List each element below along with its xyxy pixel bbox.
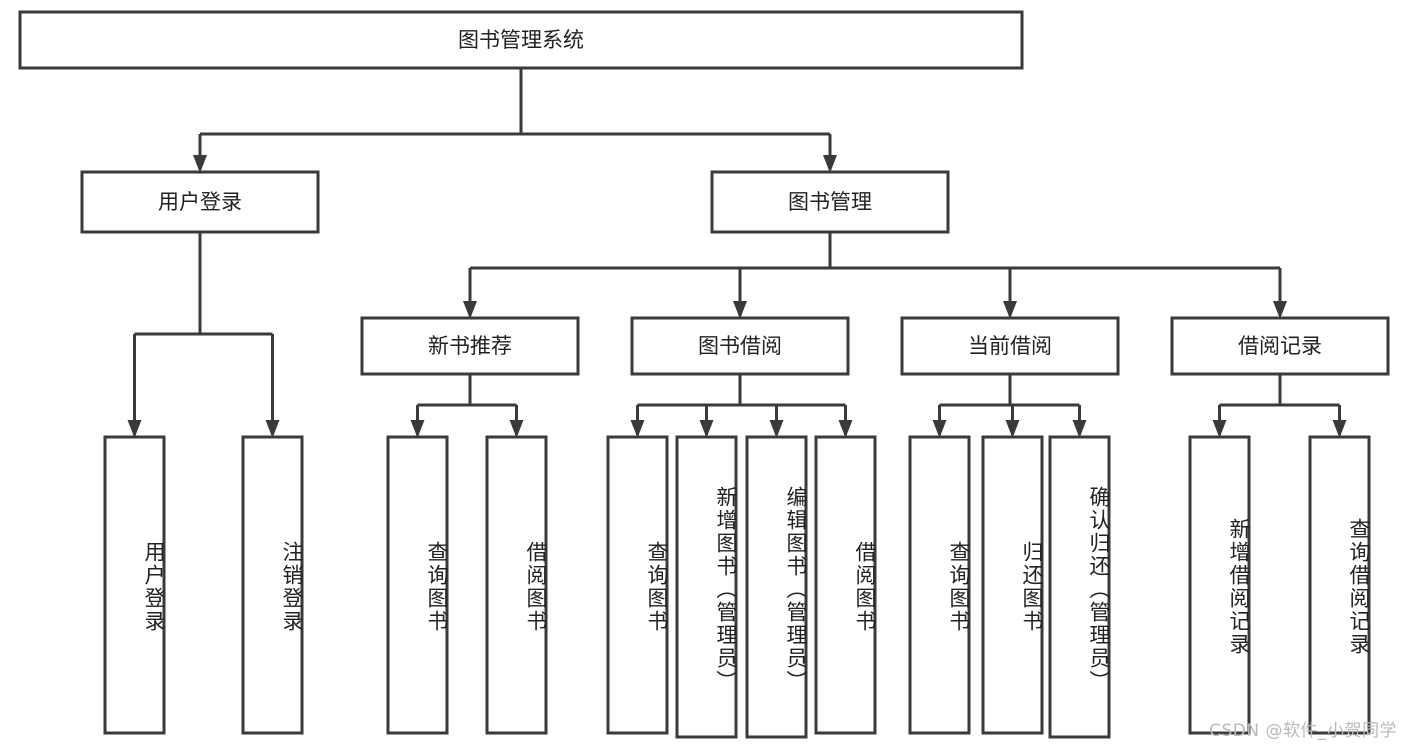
node-box-leaf-2[interactable]: [386, 435, 449, 735]
node-box-level2-0[interactable]: [80, 170, 320, 234]
connector-to-leaf-5-arrow-icon: [699, 420, 714, 438]
node-label-level2-0: 用户登录: [158, 190, 242, 214]
node-box-leaf-11[interactable]: [1188, 435, 1251, 735]
connector-to-book-mgmt-arrow-icon: [823, 155, 837, 173]
connector-to-leaf-11-arrow-icon: [1212, 420, 1227, 438]
node-label-root: 图书管理系统: [458, 28, 584, 52]
node-box-leaf-3[interactable]: [485, 435, 548, 735]
node-label-level2-1: 图书管理: [788, 190, 872, 214]
node-box-level3-1[interactable]: [630, 316, 850, 376]
connector-to-level3-1-arrow-icon: [733, 301, 747, 319]
node-label-level3-0: 新书推荐: [428, 334, 512, 358]
connector-to-leaf-1-arrow-icon: [265, 420, 280, 438]
connector-to-level3-3-arrow-icon: [1273, 301, 1287, 319]
node-label-level3-3: 借阅记录: [1238, 334, 1322, 358]
node-box-level3-2[interactable]: [900, 316, 1120, 376]
node-box-level3-3[interactable]: [1170, 316, 1390, 376]
connector-to-user-login-arrow-icon: [193, 155, 207, 173]
connectors-layer: [127, 68, 1347, 438]
connector-to-leaf-3-arrow-icon: [509, 420, 524, 438]
connector-to-leaf-12-arrow-icon: [1332, 420, 1347, 438]
node-box-leaf-0[interactable]: [103, 435, 166, 735]
connector-to-level3-0-arrow-icon: [463, 301, 477, 319]
connector-to-level3-2-arrow-icon: [1003, 301, 1017, 319]
node-label-level3-2: 当前借阅: [968, 334, 1052, 358]
connector-to-leaf-2-arrow-icon: [410, 420, 425, 438]
connector-to-leaf-8-arrow-icon: [932, 420, 947, 438]
node-box-leaf-4[interactable]: [606, 435, 669, 735]
boxes-layer: [18, 10, 1390, 739]
node-box-leaf-1[interactable]: [241, 435, 304, 735]
connector-to-leaf-0-arrow-icon: [127, 420, 142, 438]
node-label-level3-1: 图书借阅: [698, 334, 782, 358]
connector-to-leaf-9-arrow-icon: [1005, 420, 1020, 438]
node-box-leaf-9[interactable]: [981, 435, 1044, 735]
node-box-leaf-7[interactable]: [814, 435, 877, 735]
node-box-root[interactable]: [18, 10, 1024, 70]
connector-to-leaf-6-arrow-icon: [769, 420, 784, 438]
connector-to-leaf-4-arrow-icon: [630, 420, 645, 438]
connector-to-leaf-7-arrow-icon: [838, 420, 853, 438]
node-box-leaf-5[interactable]: [675, 435, 738, 739]
node-box-level2-1[interactable]: [710, 170, 950, 234]
node-box-leaf-8[interactable]: [908, 435, 971, 735]
node-box-level3-0[interactable]: [360, 316, 580, 376]
connector-to-leaf-10-arrow-icon: [1072, 420, 1087, 438]
node-box-leaf-12[interactable]: [1308, 435, 1371, 735]
node-box-leaf-10[interactable]: [1048, 435, 1111, 739]
node-box-leaf-6[interactable]: [745, 435, 808, 739]
watermark: CSDN @软件_小贺同学: [1209, 721, 1397, 741]
